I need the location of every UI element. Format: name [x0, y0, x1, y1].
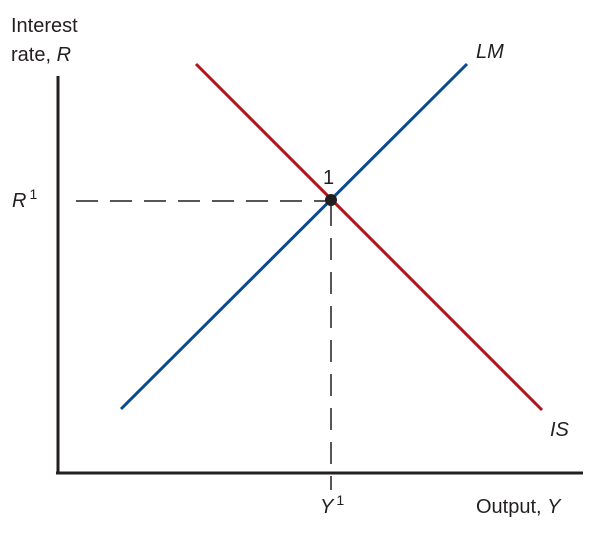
y-axis-variable: R — [56, 44, 72, 66]
x-axis-label-text: Output, — [476, 496, 548, 518]
equilibrium-label: 1 — [323, 167, 335, 189]
y1-var: Y — [320, 496, 334, 518]
x-axis-label: Output, Y — [476, 495, 561, 519]
x-axis-variable: Y — [547, 496, 561, 518]
y-axis-label-line1: Interest — [11, 15, 78, 37]
r1-var: R — [12, 190, 27, 212]
equilibrium-point — [325, 194, 337, 206]
is-curve-label: IS — [550, 419, 569, 441]
y-axis-label-line2: rate, R — [11, 43, 71, 67]
is-curve — [194, 62, 544, 412]
y-axis-label-text: rate, — [11, 44, 57, 66]
r1-superscript: 1 — [29, 186, 38, 202]
lm-curve-label: LM — [476, 41, 504, 63]
y1-superscript: 1 — [336, 492, 345, 508]
lm-curve — [119, 62, 469, 411]
